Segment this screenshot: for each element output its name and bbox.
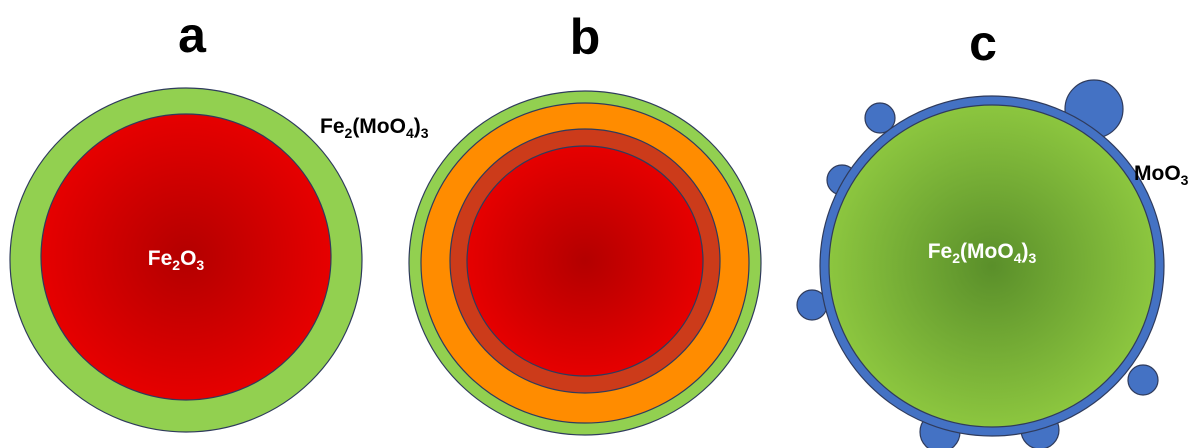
core-label-c: Fe2(MoO4)3 [928,240,1037,266]
core-label-a: Fe2O3 [148,247,205,273]
panel-b: b [408,9,762,436]
panel-letter-a: a [178,7,207,63]
core-fe2o3-a [40,113,332,401]
shell-label-a: Fe2(MoO4)3 [320,115,429,141]
panel-c: c Fe2(MoO4)3 MoO3 [796,15,1189,448]
moo3-island [864,102,896,134]
moo3-island [1127,364,1159,396]
surface-label-c: MoO3 [1134,162,1189,188]
core-fe2moo43-c [828,104,1156,428]
core-b [466,145,704,377]
panel-letter-c: c [969,15,997,71]
panel-a: a Fe2O3 Fe2(MoO4)3 [9,7,429,433]
panel-letter-b: b [570,9,601,65]
